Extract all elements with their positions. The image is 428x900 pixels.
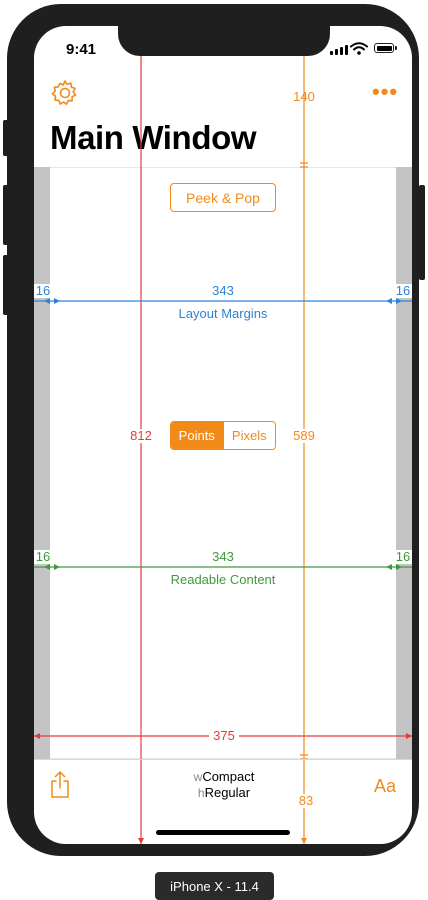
readable-right-label: 16 — [393, 550, 412, 564]
safe-top-label: 140 — [293, 89, 315, 104]
layout-margins-caption: Layout Margins — [178, 306, 268, 321]
safe-bottom-label: 83 — [291, 794, 321, 808]
safe-area-arrow — [301, 838, 307, 844]
screen-width-label: 375 — [209, 729, 239, 743]
cellular-signal-icon — [330, 45, 348, 55]
page-title: Main Window — [50, 119, 257, 156]
height-size-class: hRegular — [184, 785, 264, 801]
gear-icon[interactable] — [50, 78, 80, 108]
device-label: iPhone X - 11.4 — [155, 872, 274, 900]
home-indicator — [156, 830, 290, 835]
notch — [118, 26, 330, 56]
height-class-value: Regular — [204, 785, 251, 800]
side-button — [419, 185, 425, 280]
status-time: 9:41 — [66, 41, 97, 58]
measurement-overlay — [34, 50, 412, 844]
left-margin-strip — [34, 167, 50, 759]
device-frame: 9:41 ••• Main Window Peek & Pop Points P… — [7, 4, 419, 856]
layout-margin-left-label: 16 — [34, 284, 53, 298]
content-area — [34, 167, 412, 759]
points-pixels-segmented-control[interactable]: Points Pixels — [170, 421, 276, 450]
height-prefix: h — [197, 786, 205, 800]
wifi-icon — [350, 42, 368, 55]
battery-icon — [374, 43, 394, 53]
text-size-button[interactable]: Aa — [374, 776, 397, 796]
size-class-indicator: wCompact hRegular — [184, 769, 264, 801]
more-button[interactable]: ••• — [372, 79, 399, 104]
peek-pop-button[interactable]: Peek & Pop — [170, 183, 276, 212]
screen-height-label: 812 — [126, 429, 156, 443]
width-size-class: wCompact — [184, 769, 264, 785]
width-class-value: Compact — [202, 769, 255, 784]
readable-content-caption: Readable Content — [170, 572, 276, 587]
screen-height-arrow — [138, 838, 144, 844]
readable-width-label: 343 — [212, 549, 234, 564]
device-screen: 9:41 ••• Main Window Peek & Pop Points P… — [34, 26, 412, 844]
segment-points[interactable]: Points — [171, 422, 223, 449]
readable-left-label: 16 — [34, 550, 53, 564]
width-prefix: w — [193, 770, 203, 784]
volume-down-button — [3, 255, 9, 315]
segment-pixels[interactable]: Pixels — [222, 422, 275, 449]
mute-switch — [3, 120, 9, 156]
battery-tip — [395, 46, 397, 50]
safe-height-label: 589 — [289, 429, 319, 443]
share-icon[interactable] — [48, 769, 72, 799]
toolbar-divider — [34, 759, 412, 760]
volume-up-button — [3, 185, 9, 245]
layout-margin-width-label: 343 — [212, 283, 234, 298]
right-margin-strip — [396, 167, 412, 759]
layout-margin-right-label: 16 — [393, 284, 412, 298]
